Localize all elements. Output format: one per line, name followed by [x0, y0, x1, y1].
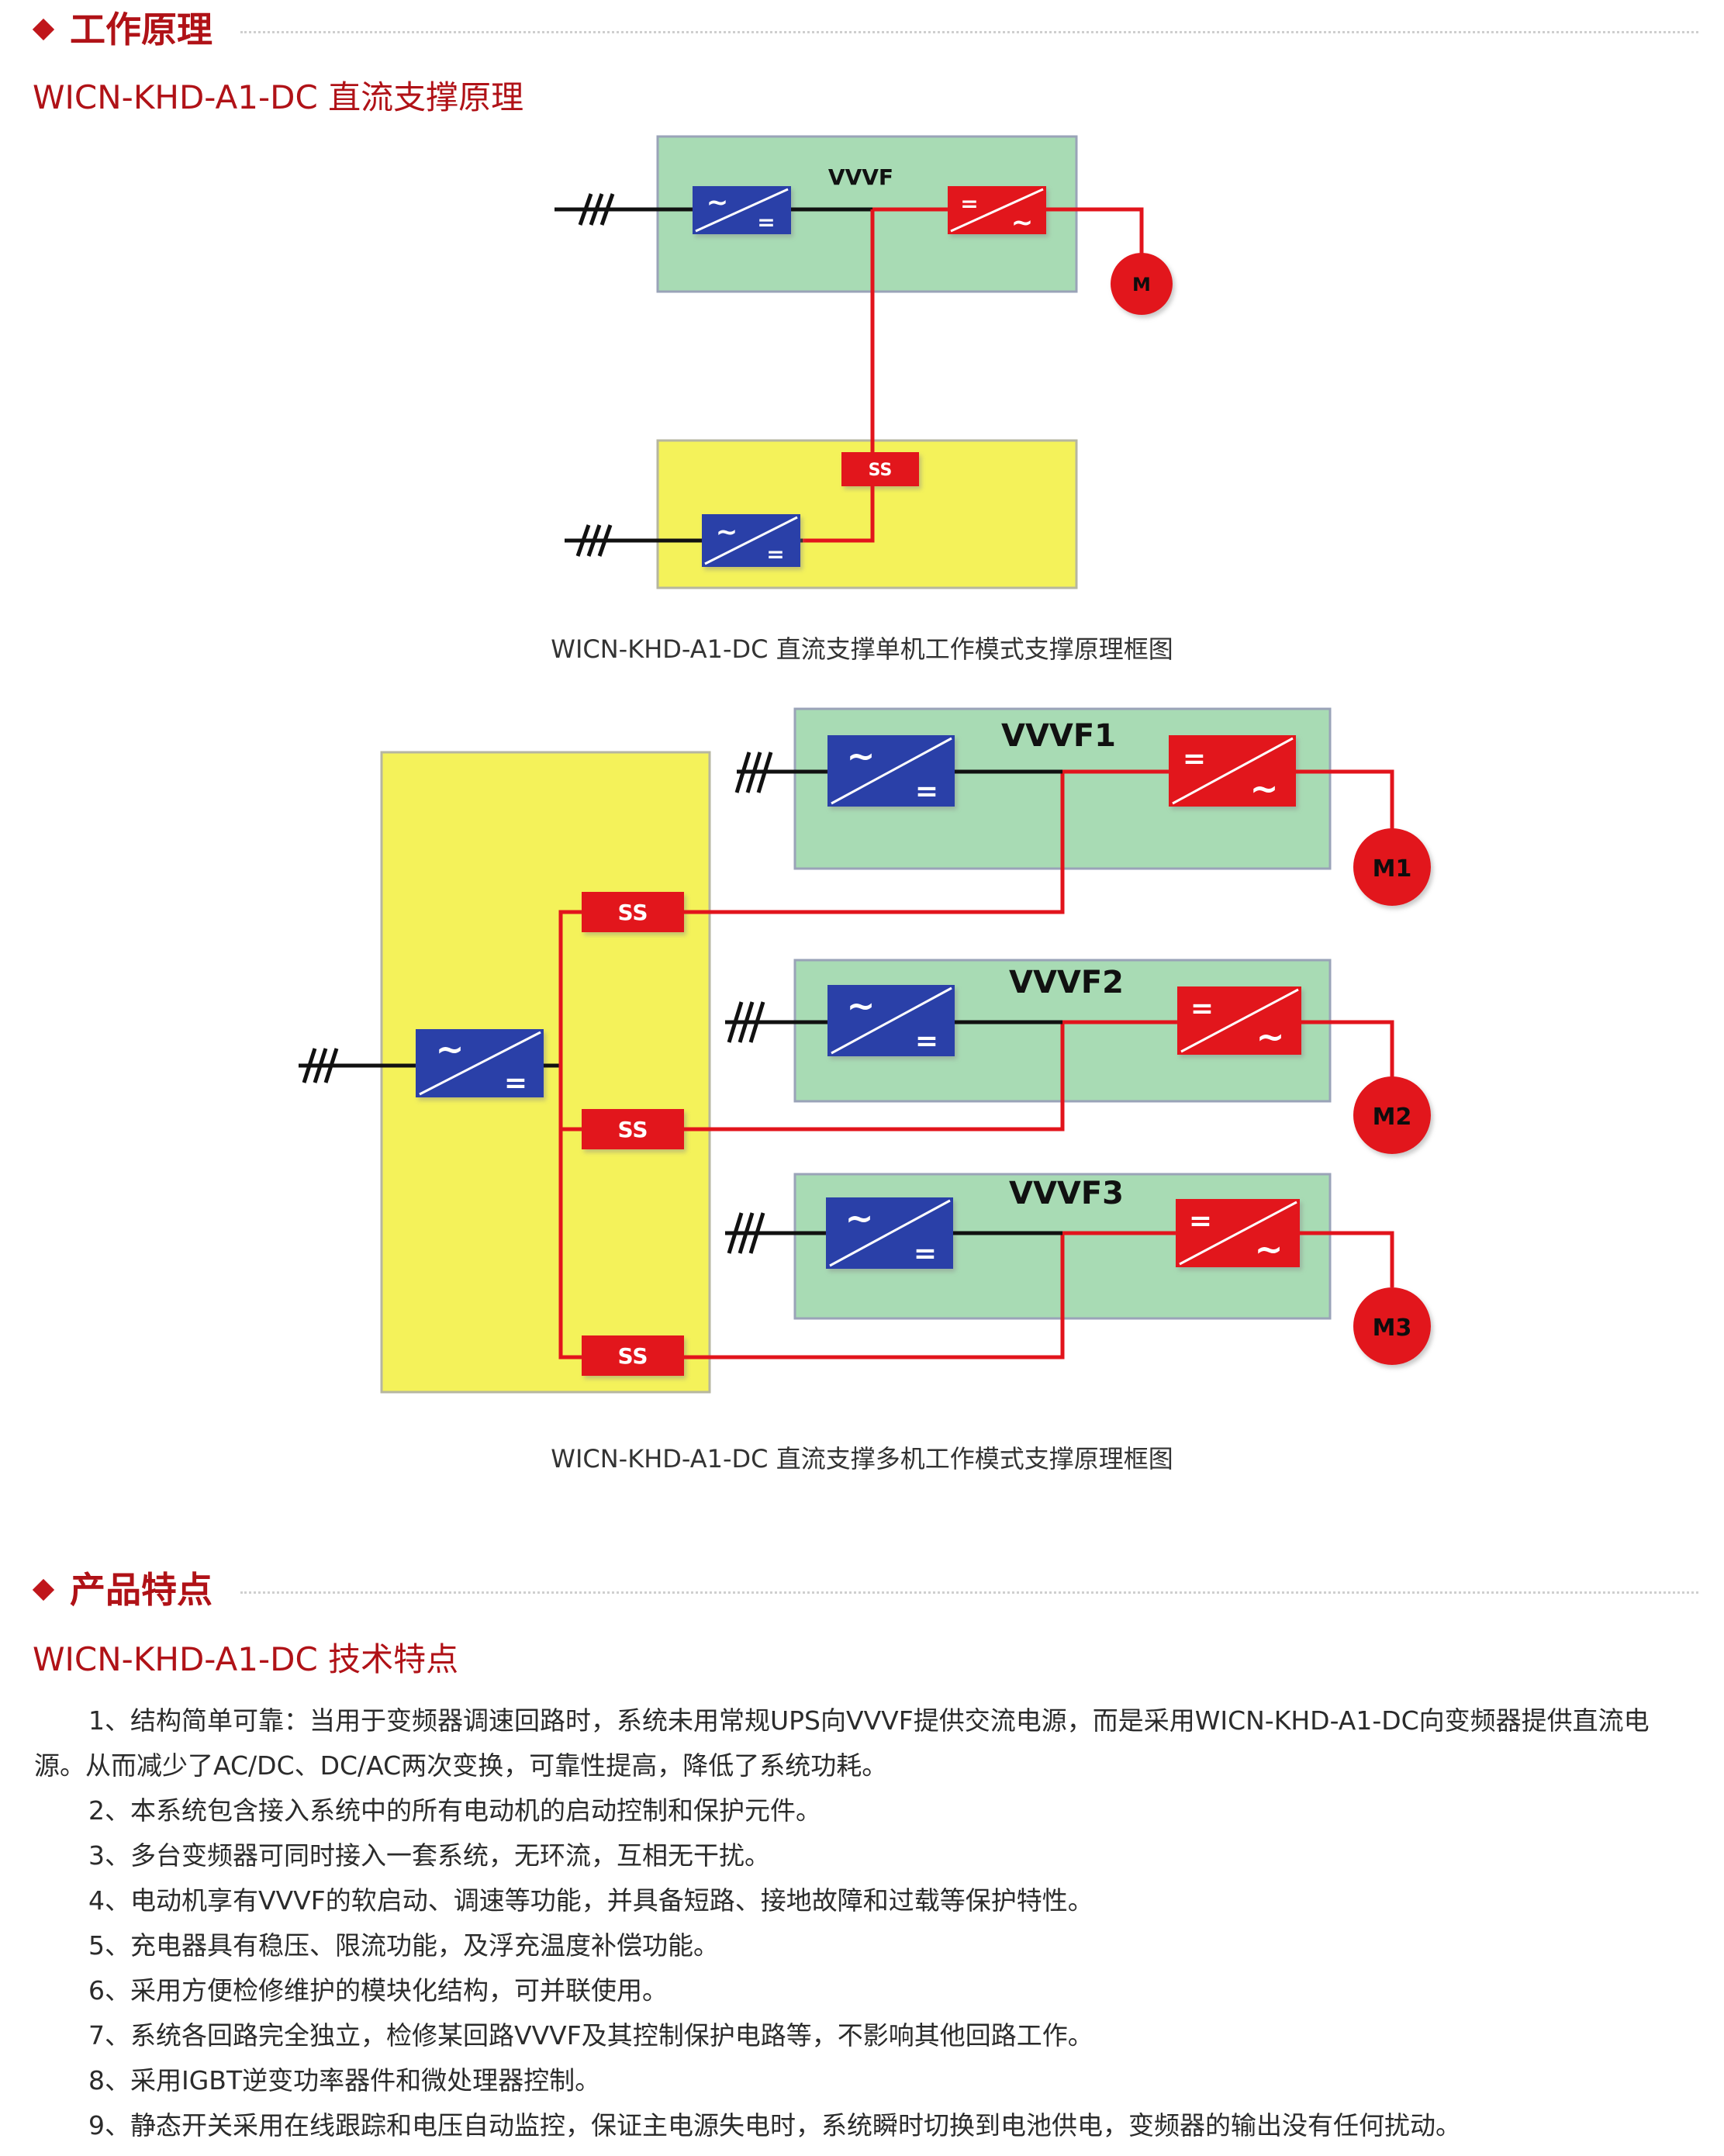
- section-header-product-features: 产品特点: [31, 1563, 1698, 1618]
- inverter-block-icon: = ~: [1176, 1199, 1300, 1270]
- section-title: 产品特点: [70, 1569, 212, 1611]
- inverter-block-icon: = ~: [948, 186, 1046, 238]
- svg-text:~: ~: [1255, 1230, 1283, 1270]
- static-switch-ss-1: SS: [582, 892, 684, 932]
- rectifier-block-icon: ~ =: [827, 985, 955, 1057]
- svg-text:=: =: [757, 209, 775, 235]
- three-phase-symbol-icon: [727, 1212, 765, 1254]
- diagram1-single-mode: ~ = VVVF = ~ M SS: [555, 135, 1173, 589]
- motor-m3-icon: M3: [1353, 1287, 1431, 1365]
- diagram2-caption: WICN-KHD-A1-DC 直流支撑多机工作模式支撑原理框图: [551, 1444, 1173, 1474]
- feature-item-4: 4、电动机享有VVVF的软启动、调速等功能，并具备短路、接地故障和过载等保护特性…: [88, 1885, 1093, 1916]
- feature-item-9: 9、静态开关采用在线跟踪和电压自动监控，保证主电源失电时，系统瞬时切换到电池供电…: [88, 2110, 1461, 2140]
- vvvf1-label: VVVF1: [1001, 718, 1116, 754]
- svg-text:SS: SS: [617, 900, 648, 925]
- rectifier-block-icon: ~ =: [693, 186, 791, 235]
- svg-text:=: =: [1190, 993, 1214, 1024]
- svg-text:=: =: [766, 541, 784, 567]
- vvvf-label: VVVF: [828, 164, 893, 190]
- static-switch-ss-2: SS: [582, 1109, 684, 1149]
- feature-item-6: 6、采用方便检修维护的模块化结构，可并联使用。: [88, 1975, 668, 2006]
- inverter-block-icon: = ~: [1169, 735, 1296, 809]
- svg-text:~: ~: [1256, 1018, 1285, 1057]
- svg-text:~: ~: [847, 986, 876, 1026]
- feature-item-7: 7、系统各回路完全独立，检修某回路VVVF及其控制保护电路等，不影响其他回路工作…: [88, 2020, 1093, 2051]
- three-phase-symbol-icon: [578, 193, 615, 226]
- motor-label: M: [1132, 274, 1151, 295]
- diagram2-multi-mode: ~ = SS SS SS ~: [299, 707, 1431, 1394]
- subtitle-tech-features: WICN-KHD-A1-DC 技术特点: [33, 1640, 459, 1678]
- svg-text:~: ~: [847, 737, 876, 776]
- rectifier-block-icon: ~ =: [826, 1197, 953, 1270]
- section-title: 工作原理: [70, 9, 212, 50]
- subtitle-dc-support-principle: WICN-KHD-A1-DC 直流支撑原理: [33, 78, 524, 116]
- three-phase-symbol-icon: [575, 524, 613, 557]
- svg-text:~: ~: [1250, 769, 1279, 809]
- dotted-divider: [240, 1591, 1698, 1594]
- section-header-working-principle: 工作原理: [31, 3, 1698, 57]
- svg-text:=: =: [915, 1025, 938, 1057]
- motor-icon: M: [1111, 253, 1173, 315]
- svg-text:M3: M3: [1373, 1315, 1412, 1342]
- svg-text:=: =: [914, 1238, 937, 1270]
- svg-text:SS: SS: [869, 461, 893, 480]
- three-phase-symbol-icon: [302, 1048, 339, 1083]
- charger-rectifier-block-icon: ~ =: [702, 514, 800, 567]
- svg-text:=: =: [915, 776, 938, 807]
- motor-m2-icon: M2: [1353, 1076, 1431, 1154]
- svg-text:~: ~: [716, 517, 738, 548]
- feature-item-3: 3、多台变频器可同时接入一套系统，无环流，互相无干扰。: [88, 1840, 770, 1871]
- svg-text:~: ~: [707, 187, 729, 218]
- svg-text:M1: M1: [1373, 855, 1412, 883]
- feature-item-8: 8、采用IGBT逆变功率器件和微处理器控制。: [88, 2065, 601, 2096]
- rectifier-block-icon: ~ =: [827, 735, 955, 807]
- diagram1-caption: WICN-KHD-A1-DC 直流支撑单机工作模式支撑原理框图: [551, 634, 1173, 664]
- vvvf2-label: VVVF2: [1009, 965, 1124, 1000]
- feature-item-1: 1、结构简单可靠：当用于变频器调速回路时，系统未用常规UPS向VVVF提供交流电…: [34, 1705, 1650, 1781]
- svg-text:~: ~: [436, 1030, 465, 1069]
- dotted-divider: [240, 31, 1698, 33]
- three-phase-symbol-icon: [734, 751, 773, 793]
- vvvf3-label: VVVF3: [1009, 1176, 1124, 1211]
- three-phase-symbol-icon: [727, 1001, 765, 1043]
- static-switch-ss: SS: [841, 452, 919, 486]
- inverter-block-icon: = ~: [1177, 986, 1301, 1057]
- motor-m1-icon: M1: [1353, 828, 1431, 906]
- feature-item-2: 2、本系统包含接入系统中的所有电动机的启动控制和保护元件。: [88, 1795, 821, 1826]
- svg-text:SS: SS: [617, 1117, 648, 1142]
- diamond-bullet-icon: [32, 1578, 55, 1601]
- svg-text:=: =: [960, 191, 978, 216]
- feature-item-5: 5、充电器具有稳压、限流功能，及浮充温度补偿功能。: [88, 1930, 719, 1961]
- svg-text:SS: SS: [617, 1343, 648, 1369]
- svg-text:~: ~: [1011, 207, 1034, 238]
- svg-text:=: =: [504, 1067, 527, 1099]
- charger-rectifier-block-icon: ~ =: [416, 1029, 544, 1099]
- svg-text:=: =: [1183, 743, 1206, 775]
- svg-text:=: =: [1189, 1205, 1212, 1237]
- svg-text:~: ~: [845, 1199, 874, 1239]
- svg-text:M2: M2: [1373, 1104, 1412, 1131]
- static-switch-ss-3: SS: [582, 1335, 684, 1376]
